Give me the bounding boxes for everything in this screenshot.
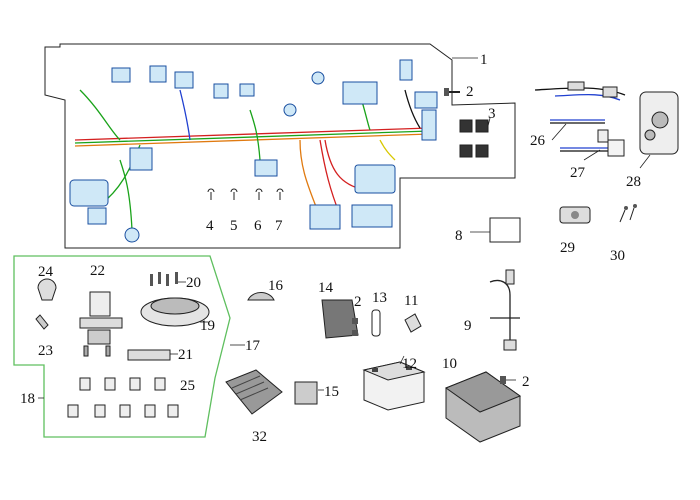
callout-14: 14	[318, 280, 334, 296]
bolt-2-top	[444, 88, 460, 96]
callout-19: 19	[200, 318, 215, 334]
group-17-18-outline	[13, 255, 231, 438]
parts-29-30	[559, 204, 637, 224]
callout-8: 8	[455, 228, 463, 244]
callout-32: 32	[252, 429, 267, 445]
battery-12	[362, 361, 426, 411]
callout-5: 5	[230, 218, 238, 234]
ecu-10	[444, 371, 522, 443]
leader-3	[487, 117, 491, 127]
leader-27	[583, 149, 601, 161]
callout-27: 27	[570, 165, 586, 181]
callout-4: 4	[206, 218, 214, 234]
callout-25: 25	[180, 378, 195, 394]
bolt-2-middle	[352, 318, 358, 336]
part-32	[225, 369, 283, 415]
callout-13: 13	[372, 290, 387, 306]
part-11	[404, 313, 422, 333]
part-15	[294, 381, 318, 405]
callout-22: 22	[90, 263, 105, 279]
callout-3: 3	[488, 106, 496, 122]
callout-15: 15	[324, 384, 339, 400]
callout-16: 16	[268, 278, 284, 294]
callout-10: 10	[442, 356, 457, 372]
relays	[459, 119, 489, 158]
callout-20: 20	[186, 275, 201, 291]
callout-21: 21	[178, 347, 193, 363]
leader-12	[399, 355, 405, 365]
harness-board	[44, 43, 516, 249]
callout-30: 30	[610, 248, 625, 264]
callout-23: 23	[38, 343, 53, 359]
callout-11: 11	[404, 293, 418, 309]
part-16	[247, 292, 275, 301]
callout-29: 29	[560, 240, 575, 256]
part-13	[371, 309, 381, 337]
leader-26	[551, 123, 567, 141]
callout-18: 18	[20, 391, 35, 407]
callout-6: 6	[254, 218, 262, 234]
fasteners-25	[67, 377, 179, 418]
callout-2-ecu: 2	[522, 374, 530, 390]
callout-28: 28	[626, 174, 641, 190]
leader-28	[639, 154, 651, 169]
group-parts	[35, 272, 210, 361]
extension-harness	[534, 81, 679, 157]
callout-12: 12	[402, 356, 417, 372]
callout-24: 24	[38, 264, 54, 280]
part-8-box	[489, 217, 521, 243]
part-9-cable	[489, 269, 520, 351]
callout-2-middle: 2	[354, 294, 362, 310]
callout-17: 17	[245, 338, 261, 354]
callout-7: 7	[275, 218, 283, 234]
callout-1: 1	[480, 52, 488, 68]
fuses	[207, 188, 284, 200]
callout-2: 2	[466, 84, 474, 100]
callout-26: 26	[530, 133, 546, 149]
callout-9: 9	[464, 318, 472, 334]
